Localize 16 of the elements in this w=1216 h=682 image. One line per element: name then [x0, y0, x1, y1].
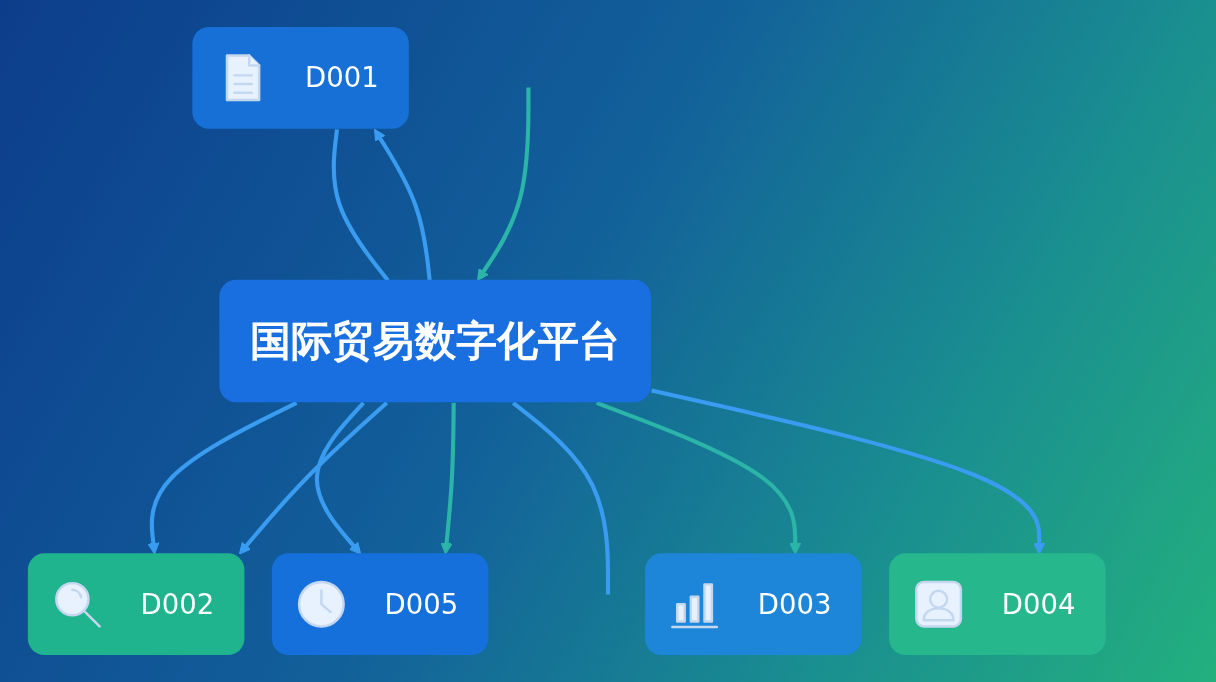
arrow	[477, 87, 531, 282]
arrow	[147, 401, 298, 555]
node-box: D005	[271, 553, 489, 655]
arrow	[651, 388, 1046, 555]
arrow	[595, 400, 802, 555]
node-box: D004	[889, 553, 1106, 655]
node-box: D001	[192, 27, 409, 129]
node-box: D002	[27, 553, 245, 655]
arrow	[314, 401, 365, 555]
connector	[331, 129, 390, 282]
connector	[511, 401, 611, 595]
node-box: 国际贸易数字化平台	[219, 279, 651, 403]
node-box: D003	[645, 553, 862, 655]
arrow	[440, 402, 456, 555]
arrow	[373, 128, 432, 281]
arrow	[238, 401, 389, 555]
